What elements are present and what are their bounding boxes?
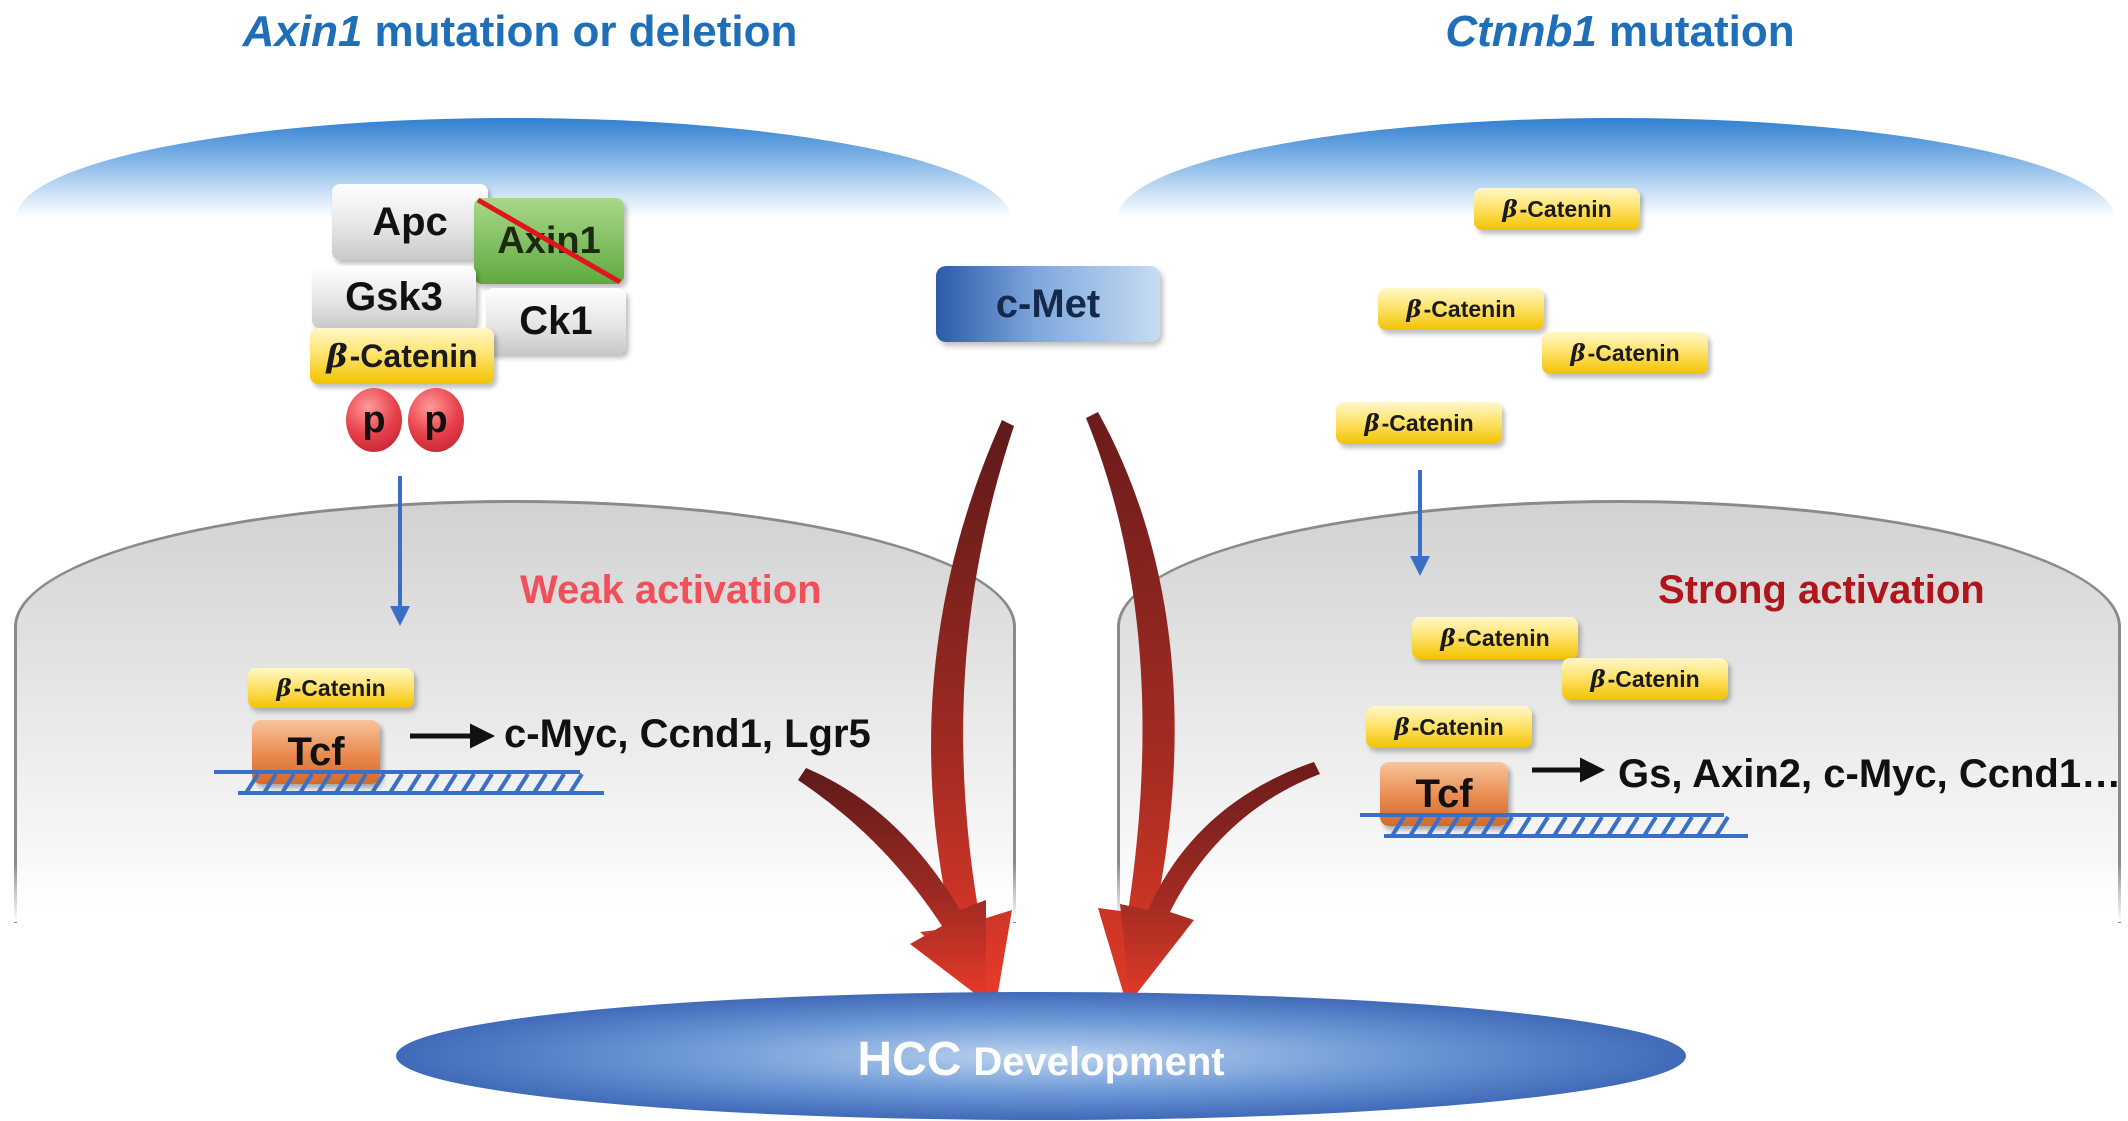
right-title-gene: Ctnnb1 xyxy=(1445,7,1597,56)
beta-catenin-nuclear-1: β-Catenin xyxy=(1412,617,1578,659)
c-met-label: c-Met xyxy=(995,281,1101,326)
beta-symbol: β xyxy=(1364,409,1380,437)
right-nucleus-to-hcc-arrow xyxy=(1120,762,1320,1002)
beta-catenin-nuclear-left: β-Catenin xyxy=(248,668,414,708)
apc-label: Apc xyxy=(372,199,448,244)
beta-text: -Catenin xyxy=(1607,665,1700,692)
beta-text: -Catenin xyxy=(1381,409,1474,436)
left-title-gene: Axin1 xyxy=(242,7,363,56)
c-met-box: c-Met xyxy=(936,266,1160,342)
right-panel-title: Ctnnb1 mutation xyxy=(1160,2,2080,62)
apc-box: Apc xyxy=(332,184,488,260)
left-panel-title: Axin1 mutation or deletion xyxy=(60,2,980,62)
beta-catenin-nuclear-2: β-Catenin xyxy=(1562,658,1728,700)
beta-text: -Catenin xyxy=(349,337,478,374)
beta-catenin-cyto-3: β-Catenin xyxy=(1542,332,1708,374)
right-nucleus xyxy=(1117,500,2121,923)
gsk3-label: Gsk3 xyxy=(345,274,443,319)
beta-catenin-complex: β-Catenin xyxy=(310,328,494,384)
beta-symbol: β xyxy=(1394,713,1410,741)
ck1-label: Ck1 xyxy=(519,298,593,343)
right-target-genes: Gs, Axin2, c-Myc, Ccnd1… xyxy=(1618,752,2122,796)
right-dna-strand xyxy=(1360,813,1748,838)
right-title-rest: mutation xyxy=(1608,7,1795,56)
phospho-circle-1: p xyxy=(346,388,402,452)
phospho-label-2: p xyxy=(424,398,448,441)
tcf-label-right: Tcf xyxy=(1415,771,1473,816)
beta-text: -Catenin xyxy=(1519,195,1612,222)
beta-catenin-cyto-1: β-Catenin xyxy=(1474,188,1640,230)
beta-catenin-cyto-4: β-Catenin xyxy=(1336,402,1502,444)
left-nucleus-to-hcc-arrow xyxy=(798,768,986,1002)
left-nucleus-fade xyxy=(10,862,1016,922)
beta-text: -Catenin xyxy=(293,674,386,701)
hcc-label: HCC xyxy=(857,1033,962,1086)
phospho-circle-2: p xyxy=(408,388,464,452)
right-nucleus-fade xyxy=(1112,862,2122,922)
ck1-box: Ck1 xyxy=(486,288,626,354)
beta-symbol: β xyxy=(1590,665,1606,693)
development-label: Development xyxy=(973,1040,1225,1084)
beta-symbol: β xyxy=(276,674,292,702)
gsk3-box: Gsk3 xyxy=(312,266,476,328)
beta-text: -Catenin xyxy=(1411,713,1504,740)
cmet-left-curved-arrow xyxy=(920,420,1014,1004)
left-dna-strand xyxy=(214,770,604,795)
beta-symbol: β xyxy=(1440,624,1456,652)
beta-symbol: β xyxy=(326,337,348,375)
beta-catenin-cyto-2: β-Catenin xyxy=(1378,288,1544,330)
hcc-development-ellipse xyxy=(396,992,1686,1120)
phospho-label-1: p xyxy=(362,398,386,441)
tcf-label-left: Tcf xyxy=(287,729,345,774)
strong-activation-label: Strong activation xyxy=(1658,568,1985,612)
cmet-right-curved-arrow xyxy=(1086,412,1182,1002)
beta-symbol: β xyxy=(1406,295,1422,323)
left-target-genes: c-Myc, Ccnd1, Lgr5 xyxy=(504,712,871,756)
left-nucleus xyxy=(14,500,1016,923)
left-title-rest: mutation or deletion xyxy=(374,7,798,56)
beta-symbol: β xyxy=(1570,339,1586,367)
weak-activation-label: Weak activation xyxy=(520,568,822,612)
beta-text: -Catenin xyxy=(1457,624,1550,651)
beta-text: -Catenin xyxy=(1423,295,1516,322)
beta-text: -Catenin xyxy=(1587,339,1680,366)
hcc-development-label: HCC Development xyxy=(396,1032,1686,1087)
beta-catenin-nuclear-3: β-Catenin xyxy=(1366,706,1532,748)
beta-symbol: β xyxy=(1502,195,1518,223)
